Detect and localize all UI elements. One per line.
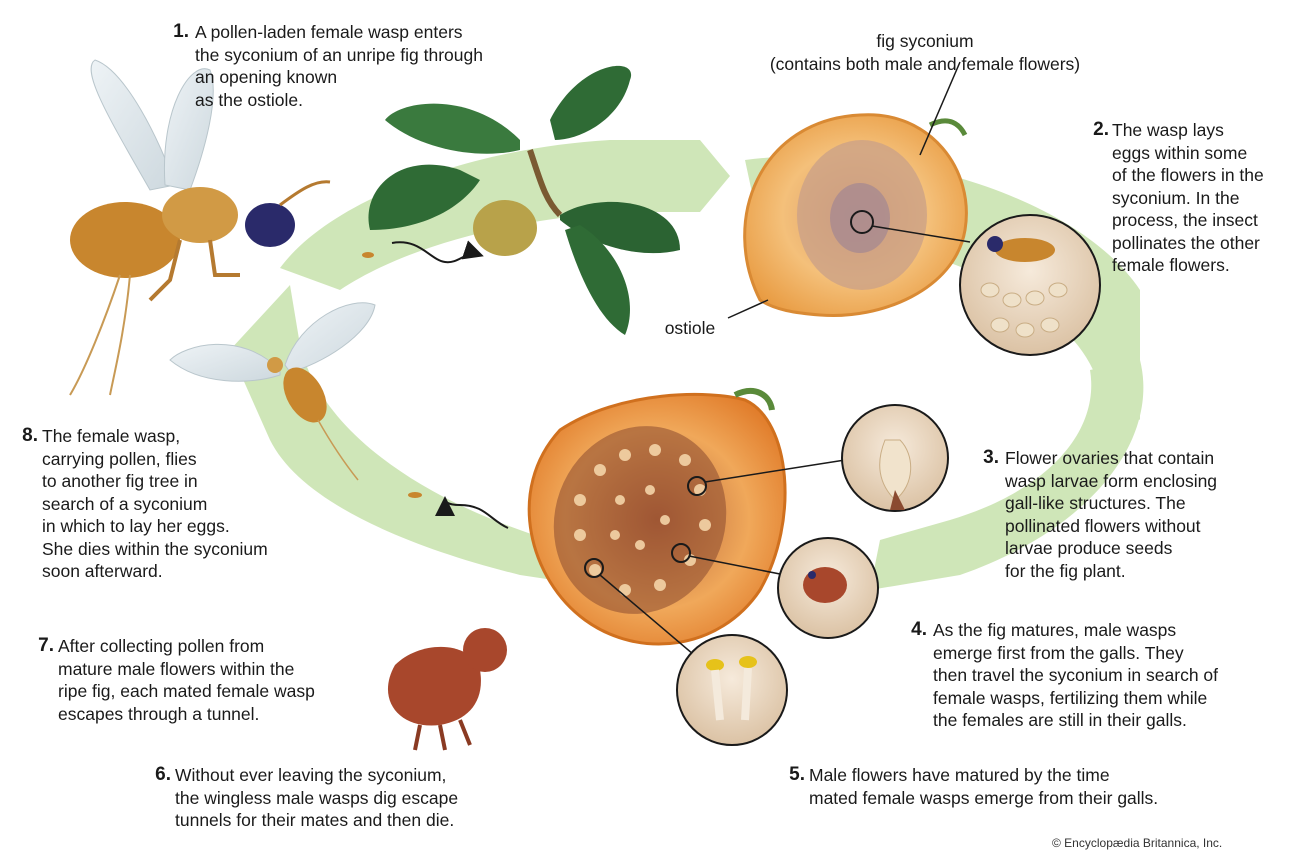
magnified-gall-circle xyxy=(841,404,949,512)
step-number: 2. xyxy=(1093,119,1109,140)
cycle-arrow-bottom-right-segment xyxy=(870,360,1144,590)
step-7-note: 7. After collecting pollen from mature m… xyxy=(20,635,315,725)
magnified-male-flowers-circle xyxy=(676,634,788,746)
step-text: After collecting pollen from mature male… xyxy=(58,636,315,724)
step-text: Male flowers have matured by the time ma… xyxy=(809,765,1159,808)
step-6-note: 6. Without ever leaving the syconium, th… xyxy=(137,764,458,832)
step-text: As the fig matures, male wasps emerge fi… xyxy=(933,620,1219,730)
step-number: 8. xyxy=(22,425,38,446)
step-number: 7. xyxy=(38,635,54,656)
step-text: Without ever leaving the syconium, the w… xyxy=(175,765,459,830)
small-wasp-entering-fig xyxy=(362,240,484,264)
step-4-note: 4. As the fig matures, male wasps emerge… xyxy=(893,619,1218,732)
wingless-male-wasp-illustration xyxy=(387,628,507,751)
copyright-credit: © Encyclopædia Britannica, Inc. xyxy=(1052,836,1223,850)
ostiole-label: ostiole xyxy=(664,318,716,338)
step-number: 4. xyxy=(911,619,927,640)
step-1-note: 1. A pollen-laden female wasp enters the… xyxy=(155,21,483,111)
cycle-arrow-bottom-left-segment xyxy=(230,285,620,590)
magnified-egg-laying-circle xyxy=(959,214,1101,356)
step-3-note: 3. Flower ovaries that contain wasp larv… xyxy=(965,447,1217,582)
step-text: The wasp lays eggs within some of the fl… xyxy=(1112,120,1264,275)
step-text: A pollen-laden female wasp enters the sy… xyxy=(195,22,483,110)
step-number: 6. xyxy=(155,764,171,785)
step-8-note: 8. The female wasp, carrying pollen, fli… xyxy=(4,425,268,583)
step-number: 1. xyxy=(173,21,189,42)
step-text: Flower ovaries that contain wasp larvae … xyxy=(1005,448,1218,581)
pollen-laden-female-wasp-illustration xyxy=(69,59,331,396)
fig-syconium-label: fig syconium (contains both male and fem… xyxy=(769,31,1081,74)
magnified-male-wasp-emerging-circle xyxy=(777,537,879,639)
fig-branch-illustration xyxy=(368,65,680,335)
flying-female-wasp-illustration xyxy=(169,302,376,481)
step-5-note: 5. Male flowers have matured by the time… xyxy=(771,764,1158,809)
fig-syconium-cross-section xyxy=(727,61,971,319)
ripe-fig-cross-section xyxy=(408,388,846,661)
step-number: 5. xyxy=(789,764,805,785)
step-2-note: 2. The wasp lays eggs within some of the… xyxy=(1075,119,1264,277)
step-text: The female wasp, carrying pollen, flies … xyxy=(42,426,268,581)
step-number: 3. xyxy=(983,447,999,468)
